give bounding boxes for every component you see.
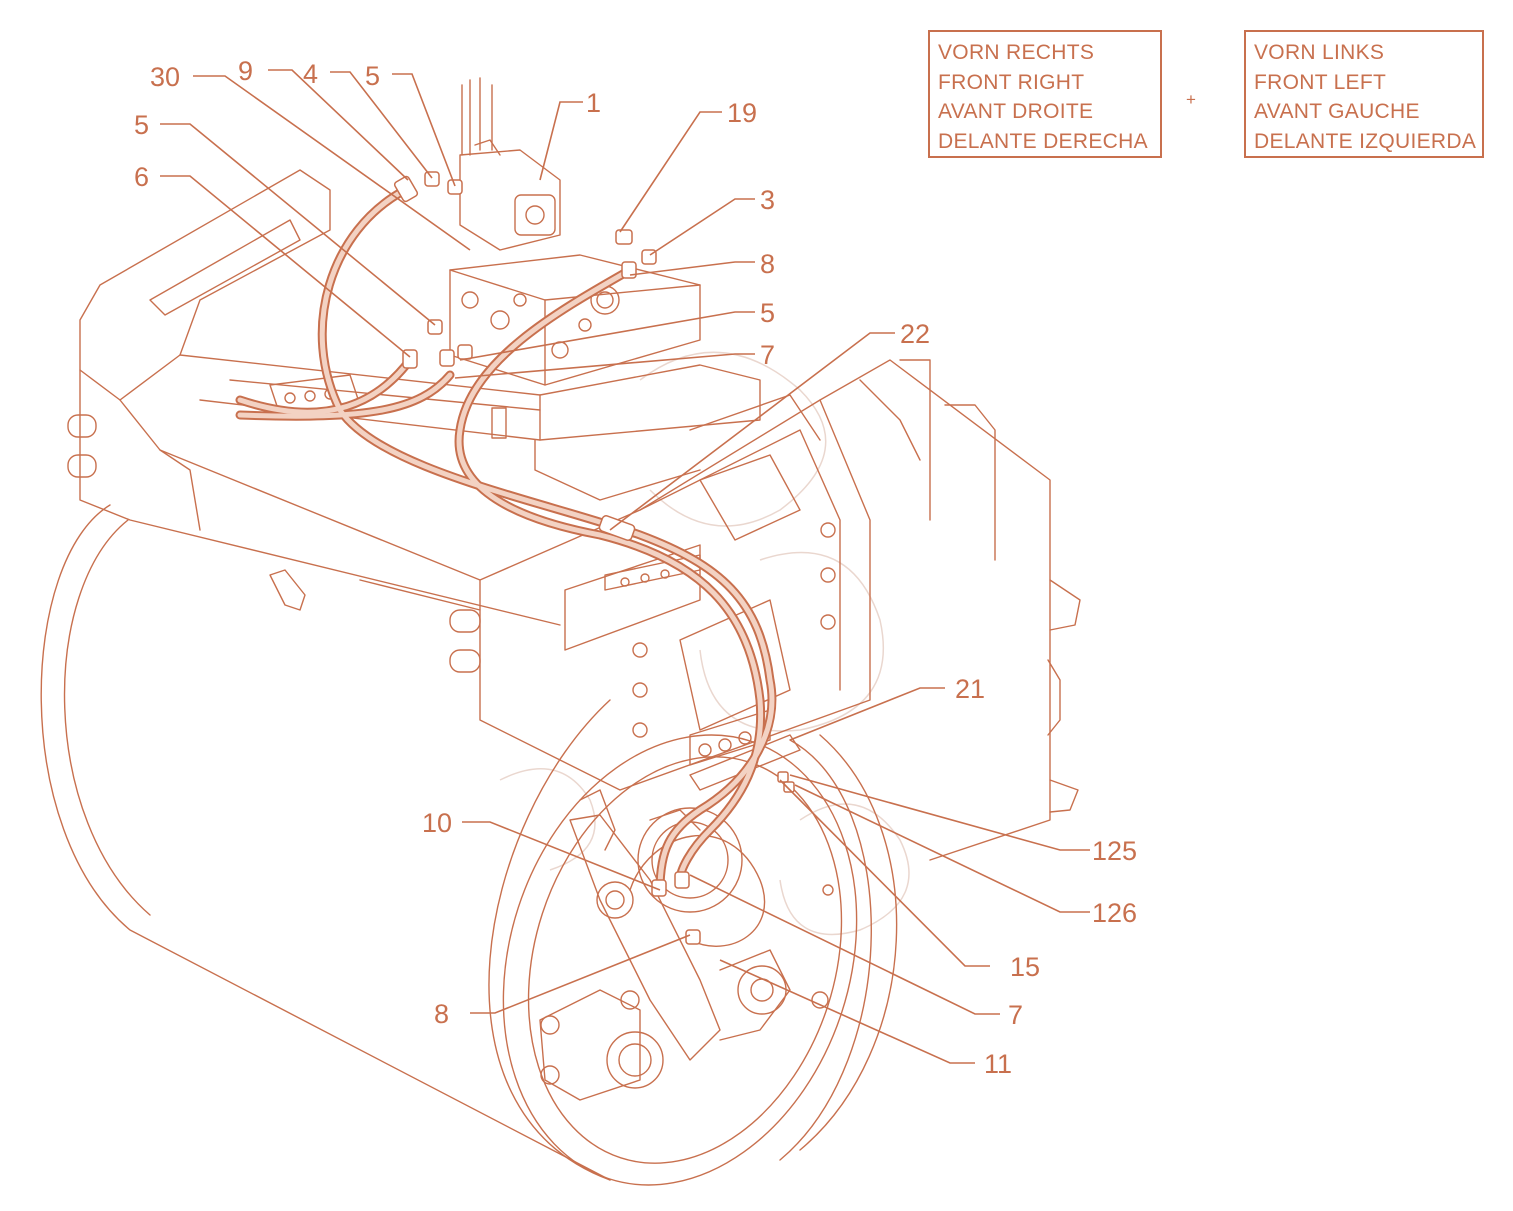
callout-10: 10	[422, 808, 452, 838]
callout-9: 9	[238, 56, 253, 86]
callout-7: 7	[760, 340, 775, 370]
callout-5: 5	[760, 298, 775, 328]
legend-separator: +	[1186, 90, 1196, 109]
legend-front-right-es: DELANTE DERECHA	[938, 129, 1148, 153]
legend-front-right-de: VORN RECHTS	[938, 41, 1095, 64]
callout-22: 22	[900, 319, 930, 349]
callout-8: 8	[760, 249, 775, 279]
legend-front-left: VORN LINKS FRONT LEFT AVANT GAUCHE DELAN…	[1244, 30, 1484, 158]
legend-front-left-es: DELANTE IZQUIERDA	[1254, 129, 1477, 153]
callout-5: 5	[134, 110, 149, 140]
machine-outline	[40, 77, 1081, 1186]
callout-8: 8	[434, 999, 449, 1029]
frame-right	[819, 359, 1051, 861]
legend-front-right-fr: AVANT DROITE	[938, 100, 1094, 123]
callout-30: 30	[150, 62, 180, 92]
callout-labels: 30 9 4 5 1 19 5 6 3 8 5 22 7 21 10 125 1…	[134, 56, 1137, 1079]
leader-lines	[160, 69, 1090, 1064]
torque-arm	[569, 814, 721, 1061]
callout-7: 7	[1008, 1000, 1023, 1030]
callout-125: 125	[1092, 836, 1137, 866]
callout-21: 21	[955, 674, 985, 704]
frame-left	[79, 169, 331, 401]
drum-yoke	[479, 399, 871, 791]
legend-front-right: VORN RECHTS FRONT RIGHT AVANT DROITE DEL…	[928, 30, 1162, 158]
legend-front-left-fr: AVANT GAUCHE	[1254, 100, 1420, 123]
legend-front-left-en: FRONT LEFT	[1254, 70, 1387, 94]
callout-126: 126	[1092, 898, 1137, 928]
callout-19: 19	[727, 98, 757, 128]
watermark	[499, 351, 910, 936]
callout-3: 3	[760, 185, 775, 215]
callout-6: 6	[134, 162, 149, 192]
legend-front-right-en: FRONT RIGHT	[938, 70, 1085, 94]
legend-front-left-de: VORN LINKS	[1254, 41, 1385, 64]
hydraulic-hoses	[235, 171, 795, 945]
callout-15: 15	[1010, 952, 1040, 982]
callout-5: 5	[365, 61, 380, 91]
drum-end-disc	[502, 734, 858, 1186]
callout-4: 4	[303, 59, 318, 89]
drum-body	[40, 504, 611, 1181]
callout-11: 11	[984, 1049, 1012, 1079]
callout-1: 1	[586, 88, 601, 118]
solenoid-valve	[459, 149, 561, 251]
